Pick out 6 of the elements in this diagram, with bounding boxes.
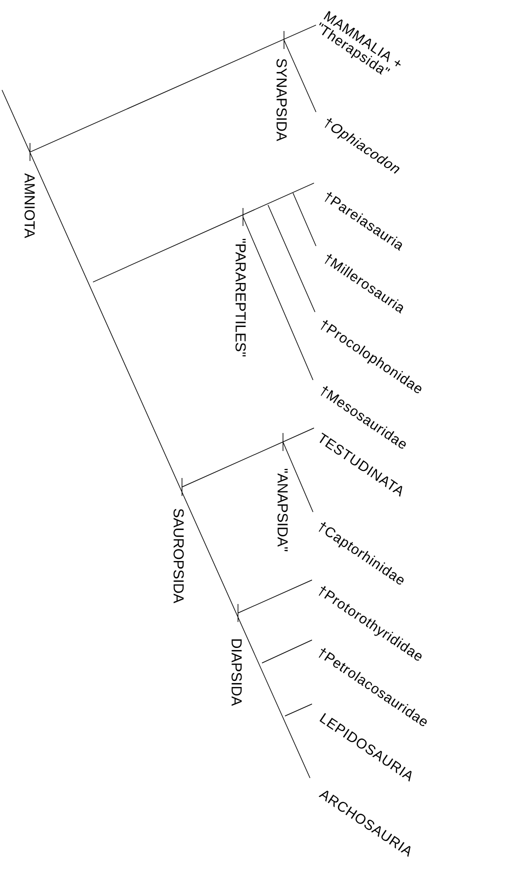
- clade-label: AMNIOTA: [24, 173, 35, 238]
- clade-label: "PARAREPTILES": [236, 238, 246, 356]
- clade-label: SYNAPSIDA: [276, 58, 287, 142]
- clade-label: SAUROPSIDA: [174, 508, 184, 604]
- clade-label: "ANAPSIDA": [278, 468, 288, 552]
- clade-label: DIAPSIDA: [232, 639, 242, 706]
